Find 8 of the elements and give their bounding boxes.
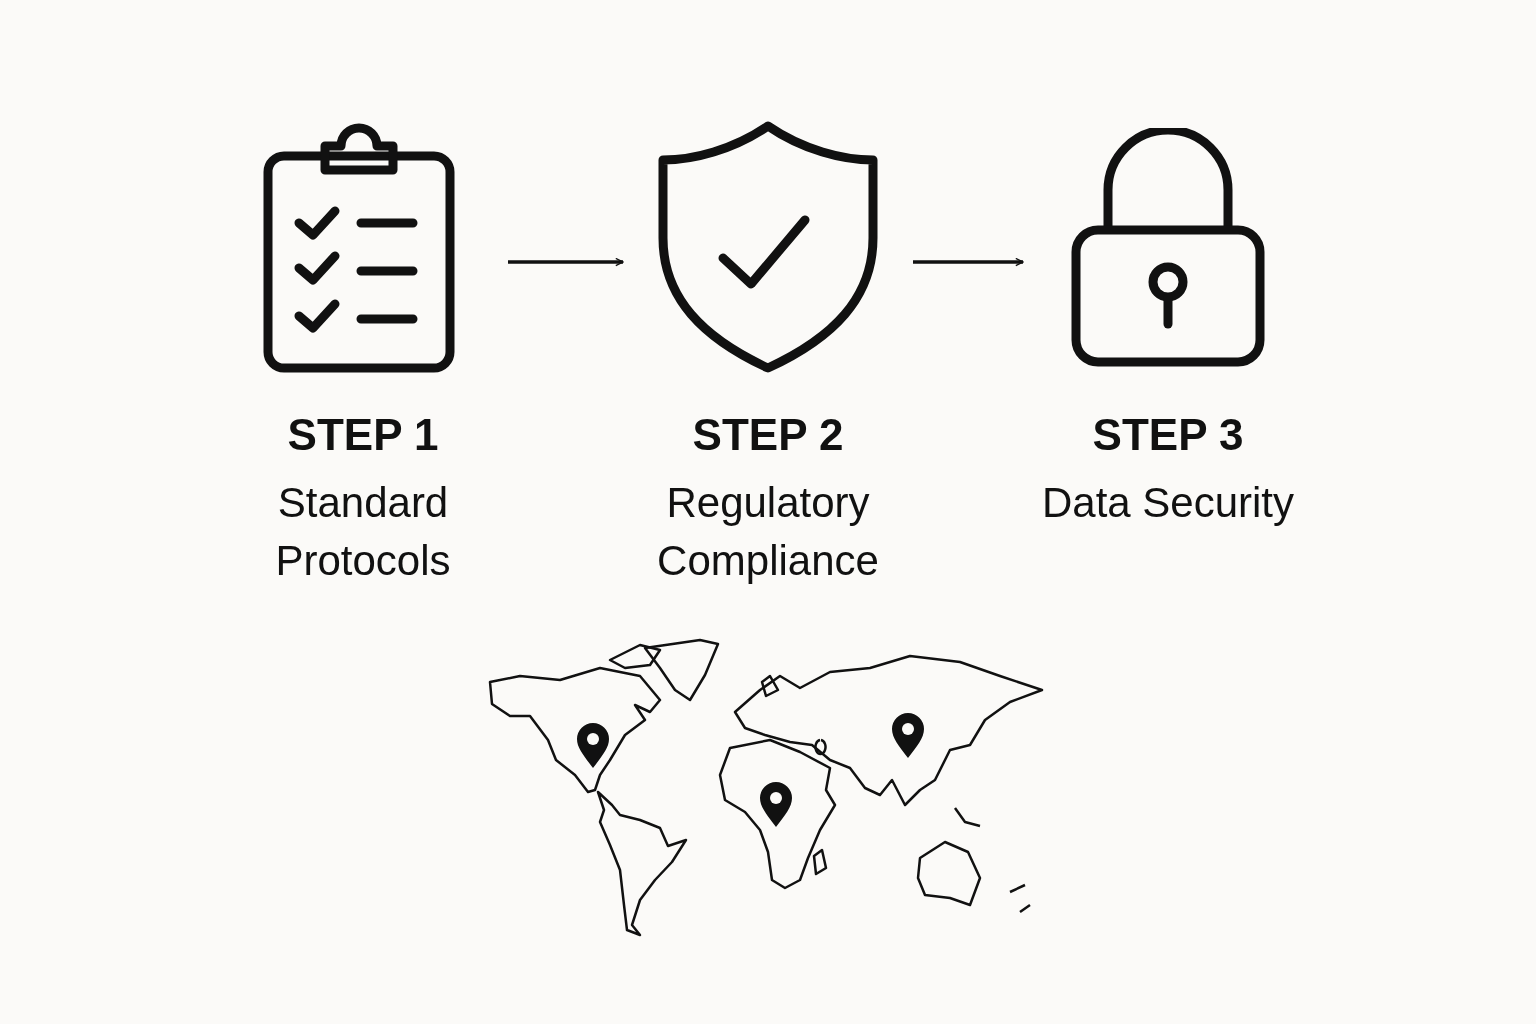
step-description: Regulatory Compliance <box>656 478 880 586</box>
step-description: Standard Protocols <box>274 478 452 586</box>
arrow <box>508 257 624 267</box>
arrow <box>913 257 1024 267</box>
step-heading: STEP 3 <box>1091 410 1245 460</box>
step-description: Data Security <box>1040 478 1296 528</box>
step-heading: STEP 1 <box>286 410 440 460</box>
step-heading: STEP 2 <box>691 410 845 460</box>
